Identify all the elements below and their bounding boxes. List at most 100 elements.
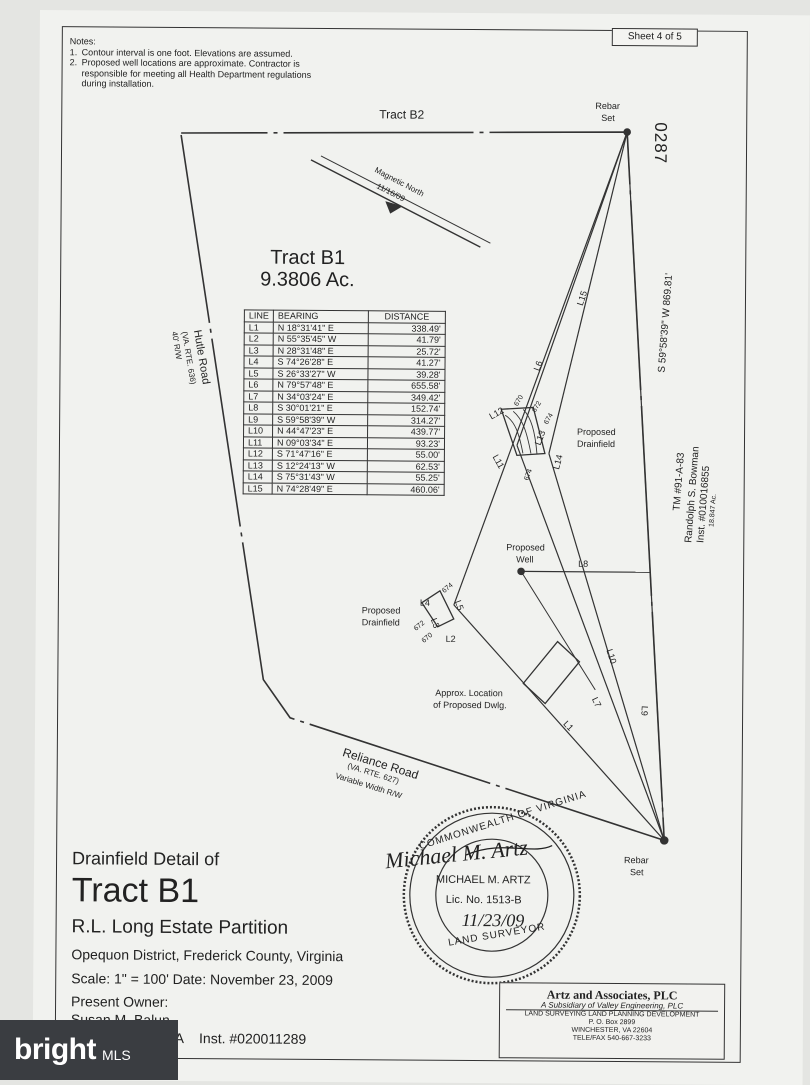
line-well-to-dwelling xyxy=(520,571,596,691)
cell: S 71°47'16" E xyxy=(272,448,368,461)
line-l1 xyxy=(453,604,665,841)
line-l6 xyxy=(453,131,628,606)
cell: L9 xyxy=(243,413,273,426)
line-label: L8 xyxy=(578,558,589,569)
title-block: Drainfield Detail of Tract B1 R.L. Long … xyxy=(71,848,344,1048)
seal-license: Lic. No. 1513-B xyxy=(445,893,522,907)
firm-phone: TELE/FAX 540-667-3233 xyxy=(572,1034,651,1043)
cell: 314.27' xyxy=(367,414,445,427)
cell: S 75°31'43" W xyxy=(272,471,368,484)
drainfield-right xyxy=(500,406,546,457)
proposed-dwelling xyxy=(522,640,581,705)
column-header: LINE xyxy=(244,309,274,322)
cell: L13 xyxy=(243,459,273,472)
plat-drawing xyxy=(180,128,669,985)
cell: N 34°03'24" E xyxy=(272,390,368,403)
cell: 349.42' xyxy=(367,391,445,404)
title-scale-date: Scale: 1" = 100' Date: November 23, 2009 xyxy=(71,970,334,989)
bright-mls-watermark: bright MLS xyxy=(0,1020,178,1080)
surveyor-seal xyxy=(402,805,582,985)
column-header: DISTANCE xyxy=(368,310,446,323)
line-label: L4 xyxy=(419,597,430,608)
title-partition: R.L. Long Estate Partition xyxy=(71,916,289,939)
cell: L6 xyxy=(243,378,273,391)
cell: L4 xyxy=(244,355,274,368)
cell: L8 xyxy=(243,401,273,414)
cell: 25.72' xyxy=(368,345,446,358)
tract-b2-label: Tract B2 xyxy=(379,107,425,122)
rebar-top-label: Rebar xyxy=(595,100,620,112)
line-label: L2 xyxy=(445,633,456,644)
tract-name: Tract B1 xyxy=(270,246,346,270)
title-line: Drainfield Detail of xyxy=(72,848,220,870)
cell: 338.49' xyxy=(368,322,446,335)
title-instrument-number: Inst. #020011289 xyxy=(199,1030,307,1047)
title-owner-label: Present Owner: xyxy=(71,993,169,1010)
firm-box: Artz and Associates, PLC A Subsidiary of… xyxy=(498,982,726,1060)
proposed-well xyxy=(517,567,525,576)
dwelling-label: Approx. Location xyxy=(435,687,503,699)
north-arrow-head xyxy=(385,201,403,214)
cell: L14 xyxy=(243,470,273,483)
rebar-bottom xyxy=(659,836,669,845)
tract-area: 9.3806 Ac. xyxy=(260,268,355,292)
cell: 55.25' xyxy=(367,471,445,484)
cell: 62.53' xyxy=(367,460,445,473)
cell: L12 xyxy=(243,447,273,460)
well-label: Well xyxy=(516,554,534,565)
cell: L7 xyxy=(243,390,273,403)
line-l15 xyxy=(516,131,628,446)
cell: S 12°24'13" W xyxy=(272,459,368,472)
line-l7 xyxy=(516,445,665,841)
cell: L15 xyxy=(243,482,273,495)
seal-name: MICHAEL M. ARTZ xyxy=(435,873,531,887)
drainfield-left xyxy=(420,589,455,628)
cell: N 74°28'49" E xyxy=(272,482,368,495)
cell: 152.74' xyxy=(367,402,445,415)
column-header: BEARING xyxy=(273,310,369,323)
cell: S 74°26'28" E xyxy=(273,356,369,369)
well-label: Proposed xyxy=(506,542,545,553)
rebar-bottom-label: Set xyxy=(629,867,644,878)
cell: L2 xyxy=(244,332,274,345)
rebar-top-label: Set xyxy=(601,112,615,124)
cell: L11 xyxy=(243,436,273,449)
drainfield-right-label: Proposed xyxy=(577,426,616,438)
boundary-line xyxy=(180,131,666,842)
dwelling-label: of Proposed Dwlg. xyxy=(433,699,507,711)
cell: N 44°47'23" E xyxy=(272,425,368,438)
cell: 439.77' xyxy=(367,425,445,438)
title-district: Opequon District, Frederick County, Virg… xyxy=(71,946,344,965)
cell: S 26°33'27" W xyxy=(272,367,369,380)
cell: 55.00' xyxy=(367,448,445,461)
cell: N 18°31'41" E xyxy=(273,321,369,334)
cell: L5 xyxy=(243,367,274,380)
watermark-suffix: MLS xyxy=(101,1047,131,1063)
cell: 41.79' xyxy=(368,333,446,346)
cell: S 59°58'39" W xyxy=(272,413,368,426)
cell: N 79°57'48" E xyxy=(272,379,368,392)
cell: L3 xyxy=(244,344,274,357)
survey-sheet: Sheet 4 of 5 0287 Notes: 1. Contour inte… xyxy=(32,10,810,1085)
rebar-bottom-label: Rebar xyxy=(624,855,649,866)
line-l8 xyxy=(521,570,651,573)
drainfield-left-label: Proposed xyxy=(361,605,401,616)
drainfield-left-label: Drainfield xyxy=(361,617,400,628)
line-label: L9 xyxy=(639,705,650,717)
drainfield-right-label: Drainfield xyxy=(576,438,616,450)
watermark-brand: bright xyxy=(14,1033,96,1066)
line-l14 xyxy=(548,131,628,454)
line-l10 xyxy=(548,453,665,841)
line-l9 xyxy=(626,132,665,841)
cell: 460.06' xyxy=(367,483,445,496)
cell: L10 xyxy=(243,424,273,437)
cell: L1 xyxy=(244,321,274,334)
cell: 41.27' xyxy=(368,356,446,369)
cell: 39.28' xyxy=(367,368,446,381)
cell: 93.23' xyxy=(367,437,445,450)
cell: N 55°35'45" W xyxy=(273,333,369,346)
cell: S 30°01'21" E xyxy=(272,402,368,415)
cell: 655.58' xyxy=(367,379,445,392)
